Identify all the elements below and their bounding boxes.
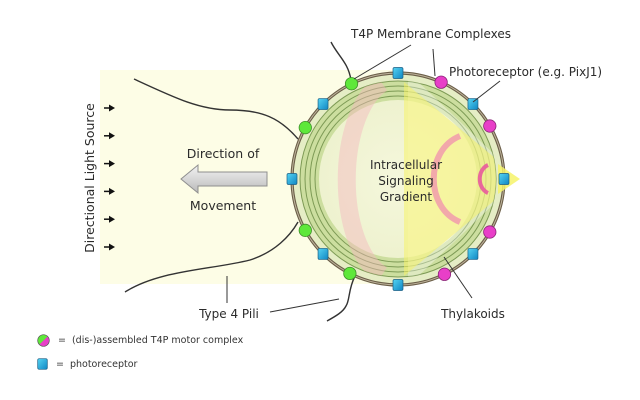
gradient-arc-middle <box>430 133 462 225</box>
legend-equals: = <box>58 335 66 346</box>
photoreceptor-node <box>467 248 479 260</box>
pilus-upper-left <box>133 78 299 140</box>
photoreceptor-node <box>317 98 329 110</box>
t4p-membrane-complexes-label: T4P Membrane Complexes <box>350 27 511 41</box>
t4p-complex-assembled <box>344 77 359 91</box>
pilus-top <box>330 41 352 81</box>
t4p-complex-disassembled <box>483 225 497 239</box>
legend-label-photoreceptor: photoreceptor <box>69 358 138 370</box>
light-arrow <box>104 243 115 251</box>
gradient-arc-inner <box>477 163 490 195</box>
split-circle-icon <box>37 334 50 347</box>
pilus-bottom <box>326 275 356 322</box>
photoreceptor-node <box>392 67 404 79</box>
t4p-complex-disassembled <box>434 75 448 89</box>
direction-label-2: Movement <box>190 198 256 213</box>
direction-label-1: Direction of <box>187 146 260 161</box>
gradient-label-1: Intracellular <box>370 158 442 172</box>
light-source-label: Directional Light Source <box>82 103 97 253</box>
light-arrow <box>104 187 115 195</box>
gradient-label-3: Gradient <box>380 190 433 204</box>
t4p-callout-line-1 <box>353 44 412 80</box>
t4p-callout-line-2 <box>432 48 436 77</box>
pilus-lower-left <box>124 221 299 293</box>
photoreceptor-node <box>392 279 404 291</box>
gradient-label-2: Signaling <box>378 174 433 188</box>
type4-pili-label: Type 4 Pili <box>198 307 259 321</box>
t4p-complex-disassembled <box>437 267 452 281</box>
legend-equals: = <box>56 358 64 370</box>
light-arrow <box>104 160 115 168</box>
legend-label-t4p: (dis-)assembled T4P motor complex <box>71 335 244 346</box>
thylakoids-callout-line <box>443 256 473 299</box>
gradient-arc-outer <box>337 81 388 277</box>
photoreceptor-node <box>467 98 479 110</box>
light-arrows <box>104 104 115 251</box>
photoreceptor-node <box>317 248 329 260</box>
photoreceptor-label: Photoreceptor (e.g. PixJ1) <box>449 65 602 79</box>
t4p-complex-disassembled <box>483 119 497 133</box>
light-arrow <box>104 132 115 140</box>
legend-item-photoreceptor: = photoreceptor <box>37 358 137 370</box>
direction-arrow <box>180 163 268 195</box>
photoreceptor-callout-line <box>472 80 501 103</box>
t4p-complex-assembled <box>298 223 312 237</box>
light-arrow <box>104 215 115 223</box>
t4p-complex-assembled <box>298 121 312 135</box>
photoreceptor-node <box>286 173 298 185</box>
type4pili-callout-diagonal <box>269 298 340 313</box>
thylakoids-label: Thylakoids <box>440 307 505 321</box>
light-arrow <box>104 104 115 112</box>
t4p-complex-assembled <box>343 266 357 281</box>
membrane-nodes <box>286 67 510 291</box>
blue-square-icon <box>37 358 48 370</box>
light-cone <box>404 82 496 276</box>
legend-item-t4p-motor: = (dis-)assembled T4P motor complex <box>37 334 243 347</box>
photoreceptor-node <box>498 173 510 185</box>
